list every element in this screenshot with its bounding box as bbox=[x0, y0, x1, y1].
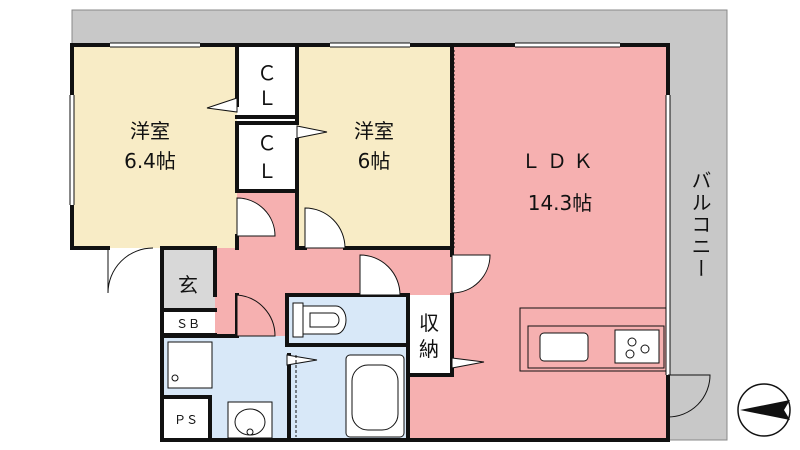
shoe-box bbox=[162, 310, 215, 335]
doors bbox=[107, 197, 711, 418]
western-room-2-size: 6帖 bbox=[358, 149, 391, 173]
western-room-1-name: 洋室 bbox=[130, 119, 170, 143]
stove bbox=[614, 329, 660, 364]
door-markers bbox=[206, 97, 485, 369]
closet-a-line1: Ｃ bbox=[257, 61, 277, 85]
wash-fixtures bbox=[167, 341, 273, 439]
storage-line1: 収 bbox=[419, 311, 439, 335]
kitchen-counter bbox=[519, 307, 667, 372]
sink bbox=[539, 332, 589, 362]
entrance-area bbox=[162, 248, 215, 310]
ldk-room bbox=[452, 45, 668, 440]
toilet-fixture bbox=[292, 302, 347, 338]
shoe-box-label: ＳＢ bbox=[176, 317, 200, 331]
balcony-label: バルコニー bbox=[688, 170, 712, 280]
storage bbox=[408, 295, 452, 375]
pipe-space-label: ＰＳ bbox=[174, 413, 198, 427]
windows bbox=[69, 42, 671, 375]
ldk-size: 14.3帖 bbox=[528, 191, 593, 215]
western-room-2-name: 洋室 bbox=[354, 119, 394, 143]
storage-line2: 納 bbox=[419, 337, 439, 361]
north-arrow-icon bbox=[737, 383, 791, 437]
western-room-1 bbox=[72, 45, 237, 248]
closet-b bbox=[237, 123, 297, 191]
bathtub bbox=[295, 354, 405, 438]
closet-a bbox=[237, 45, 297, 117]
closet-a-line2: Ｌ bbox=[257, 86, 277, 110]
pipe-space bbox=[162, 397, 210, 440]
ldk-name: ＬＤＫ bbox=[521, 149, 599, 173]
closet-b-line2: Ｌ bbox=[257, 159, 277, 183]
entrance-label: 玄 bbox=[178, 273, 198, 297]
closet-b-line1: Ｃ bbox=[257, 131, 277, 155]
western-room-1-size: 6.4帖 bbox=[124, 149, 176, 173]
